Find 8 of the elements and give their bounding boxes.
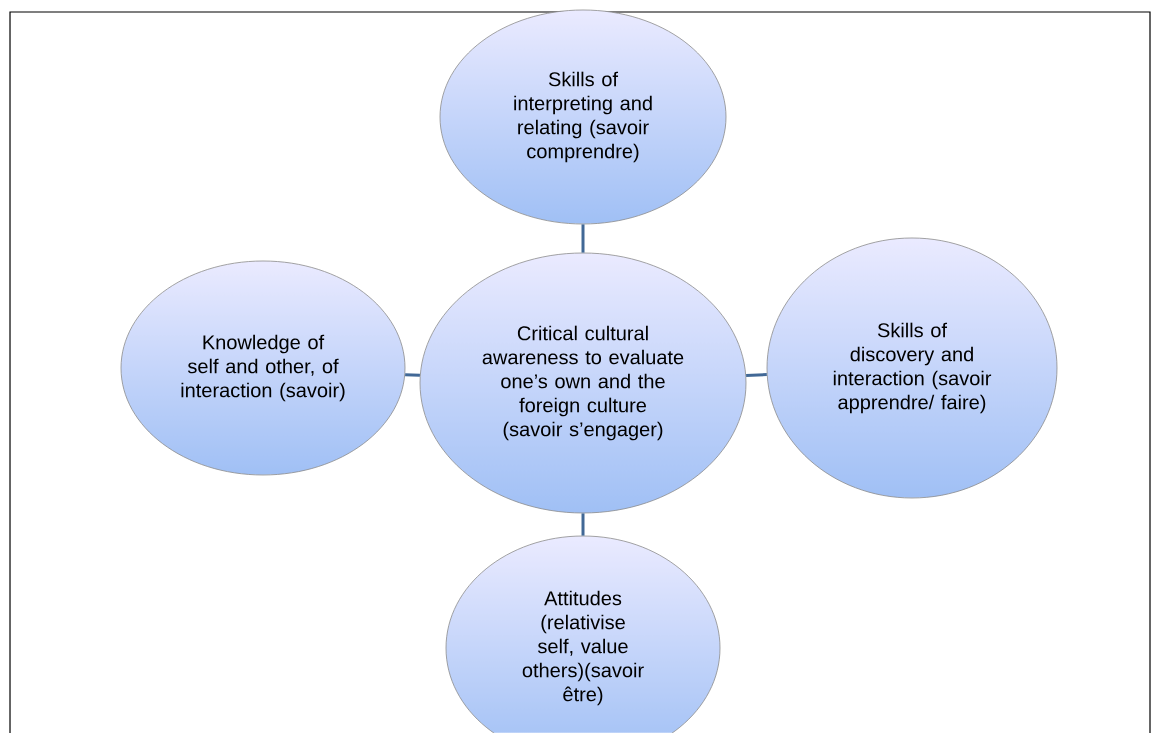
connector-line — [581, 224, 585, 253]
connector-line — [581, 513, 585, 536]
ellipse-node: Skills of discovery and interaction (savoir apprendre/ faire) — [766, 237, 1058, 499]
ellipse-node: Skills of interpreting and relating (savoir comprendre) — [439, 9, 727, 225]
ellipse-node: Knowledge of self and other, of interaction (savoir) — [120, 260, 406, 476]
connector-line — [746, 373, 767, 378]
connector-line — [405, 373, 420, 377]
ellipse-node: Critical cultural awareness to evaluate one’s own and the foreign culture (savoir s’engager) — [419, 252, 747, 514]
